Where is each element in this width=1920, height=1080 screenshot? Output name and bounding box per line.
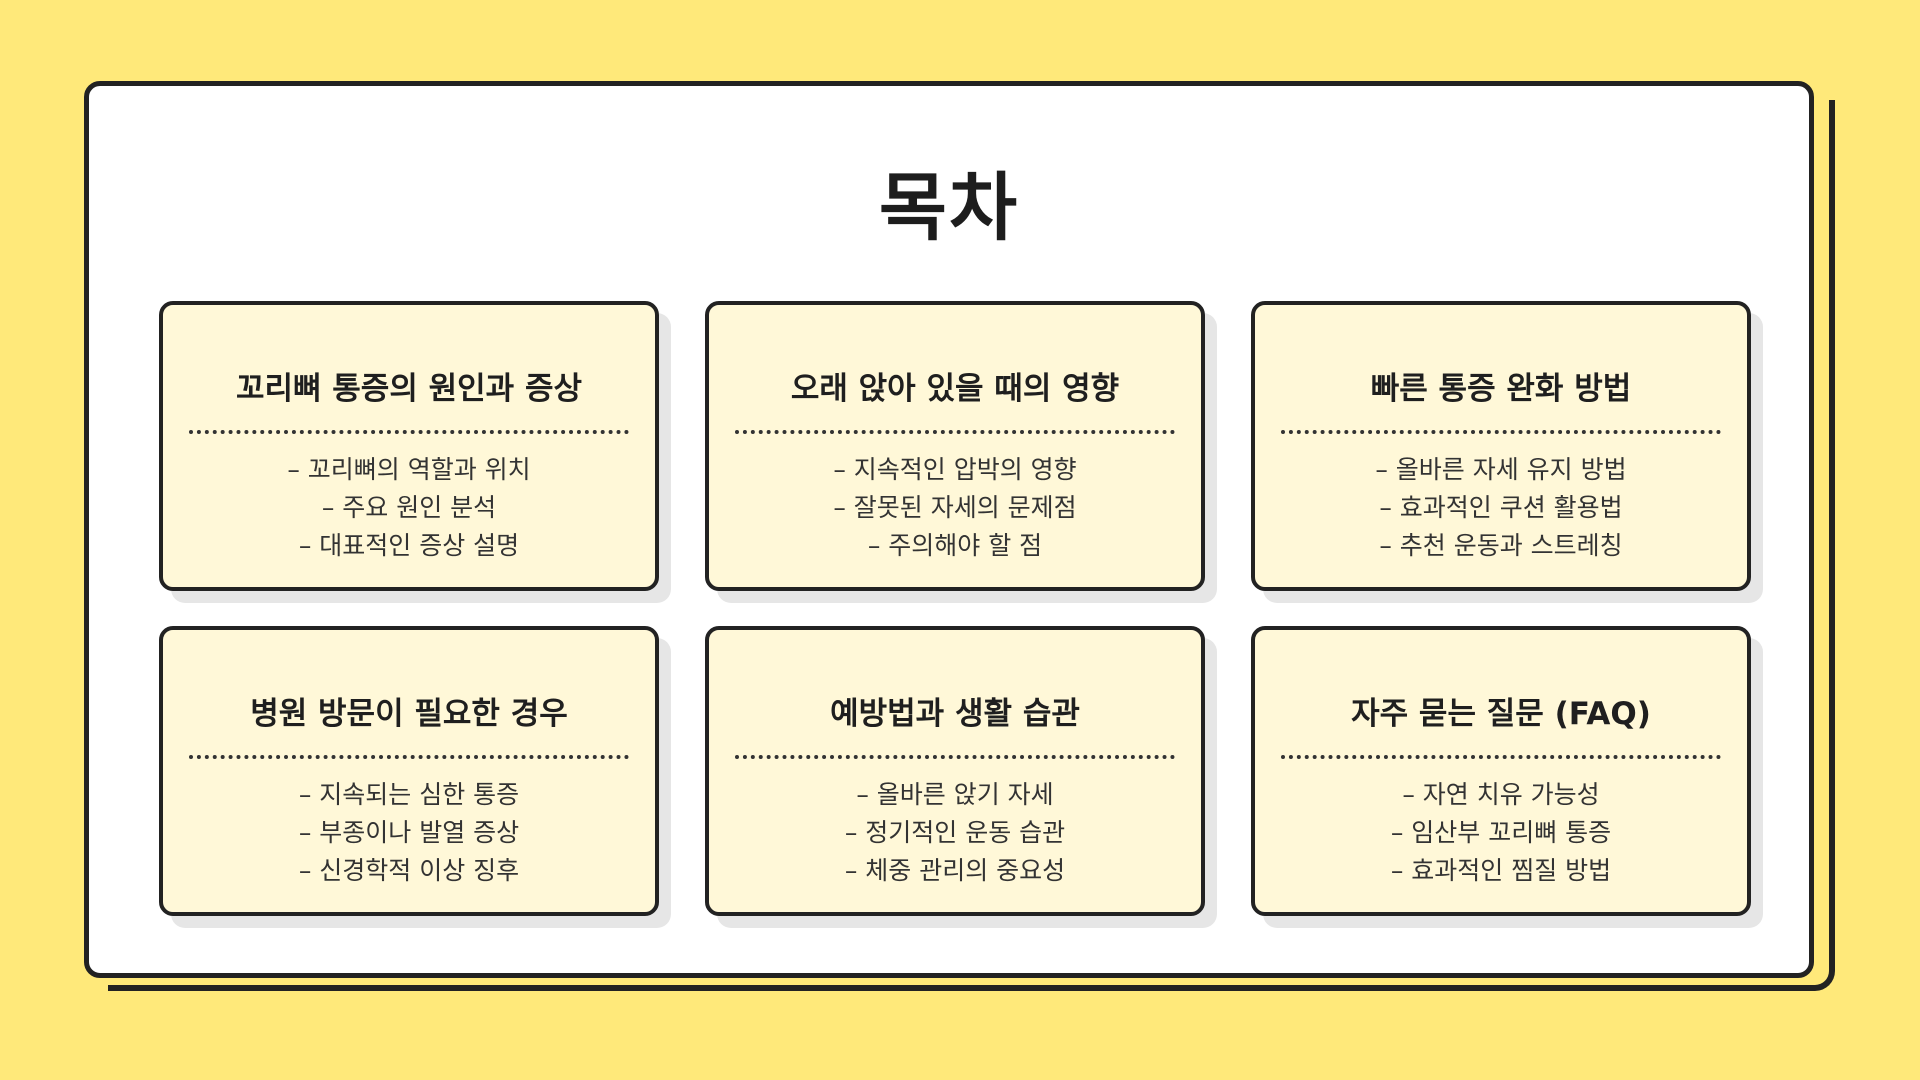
list-item: – 효과적인 쿠션 활용법 <box>1379 493 1623 522</box>
toc-grid: 꼬리뼈 통증의 원인과 증상 – 꼬리뼈의 역할과 위치 – 주요 원인 분석 … <box>159 301 1759 917</box>
list-item: – 지속적인 압박의 영향 <box>833 455 1077 484</box>
section-title: 빠른 통증 완화 방법 <box>1370 371 1632 407</box>
toc-card: 목차 꼬리뼈 통증의 원인과 증상 – 꼬리뼈의 역할과 위치 – 주요 원인 … <box>84 81 1814 978</box>
toc-section-5: 예방법과 생활 습관 – 올바른 앉기 자세 – 정기적인 운동 습관 – 체중… <box>705 626 1205 916</box>
page-title: 목차 <box>878 165 1020 251</box>
toc-section-3: 빠른 통증 완화 방법 – 올바른 자세 유지 방법 – 효과적인 쿠션 활용법… <box>1251 301 1751 591</box>
dotted-divider <box>1281 430 1721 434</box>
list-item: – 자연 치유 가능성 <box>1402 780 1600 809</box>
list-item: – 체중 관리의 중요성 <box>844 856 1066 885</box>
list-item: – 꼬리뼈의 역할과 위치 <box>287 455 531 484</box>
dotted-divider <box>189 430 629 434</box>
list-item: – 정기적인 운동 습관 <box>844 818 1066 847</box>
section-title: 예방법과 생활 습관 <box>830 696 1080 732</box>
section-title: 꼬리뼈 통증의 원인과 증상 <box>235 371 583 407</box>
section-items: – 지속되는 심한 통증 – 부종이나 발열 증상 – 신경학적 이상 징후 <box>163 776 655 890</box>
dotted-divider <box>735 755 1175 759</box>
list-item: – 신경학적 이상 징후 <box>298 856 520 885</box>
dotted-divider <box>735 430 1175 434</box>
list-item: – 부종이나 발열 증상 <box>298 818 520 847</box>
section-items: – 올바른 자세 유지 방법 – 효과적인 쿠션 활용법 – 추천 운동과 스트… <box>1255 451 1747 565</box>
section-items: – 자연 치유 가능성 – 임산부 꼬리뼈 통증 – 효과적인 찜질 방법 <box>1255 776 1747 890</box>
toc-section-2: 오래 앉아 있을 때의 영향 – 지속적인 압박의 영향 – 잘못된 자세의 문… <box>705 301 1205 591</box>
section-title: 오래 앉아 있을 때의 영향 <box>790 371 1120 407</box>
list-item: – 추천 운동과 스트레칭 <box>1379 531 1623 560</box>
dotted-divider <box>1281 755 1721 759</box>
list-item: – 지속되는 심한 통증 <box>298 780 520 809</box>
list-item: – 대표적인 증상 설명 <box>298 531 520 560</box>
toc-section-6: 자주 묻는 질문 (FAQ) – 자연 치유 가능성 – 임산부 꼬리뼈 통증 … <box>1251 626 1751 916</box>
back-frame-decoration <box>108 100 1835 991</box>
section-items: – 꼬리뼈의 역할과 위치 – 주요 원인 분석 – 대표적인 증상 설명 <box>163 451 655 565</box>
list-item: – 임산부 꼬리뼈 통증 <box>1390 818 1612 847</box>
section-title: 자주 묻는 질문 (FAQ) <box>1351 696 1651 732</box>
list-item: – 잘못된 자세의 문제점 <box>833 493 1077 522</box>
toc-section-4: 병원 방문이 필요한 경우 – 지속되는 심한 통증 – 부종이나 발열 증상 … <box>159 626 659 916</box>
toc-section-1: 꼬리뼈 통증의 원인과 증상 – 꼬리뼈의 역할과 위치 – 주요 원인 분석 … <box>159 301 659 591</box>
section-items: – 올바른 앉기 자세 – 정기적인 운동 습관 – 체중 관리의 중요성 <box>709 776 1201 890</box>
dotted-divider <box>189 755 629 759</box>
list-item: – 주의해야 할 점 <box>867 531 1043 560</box>
section-items: – 지속적인 압박의 영향 – 잘못된 자세의 문제점 – 주의해야 할 점 <box>709 451 1201 565</box>
list-item: – 주요 원인 분석 <box>321 493 497 522</box>
list-item: – 올바른 자세 유지 방법 <box>1375 455 1627 484</box>
section-title: 병원 방문이 필요한 경우 <box>250 696 568 732</box>
list-item: – 올바른 앉기 자세 <box>856 780 1054 809</box>
list-item: – 효과적인 찜질 방법 <box>1390 856 1612 885</box>
